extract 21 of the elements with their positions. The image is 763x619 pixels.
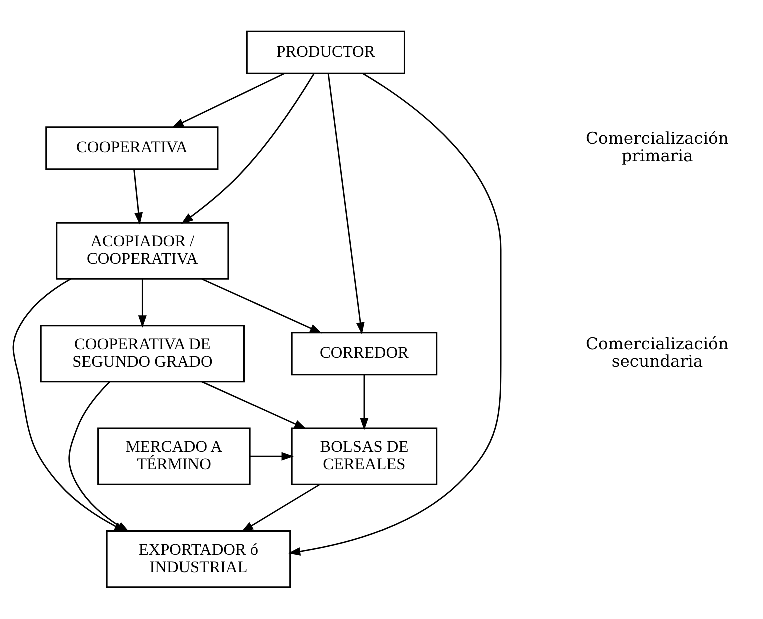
- node-box: CORREDOR: [291, 332, 438, 376]
- node-box: MERCADO A TÉRMINO: [98, 428, 251, 486]
- arrow: [181, 74, 315, 224]
- arrow: [202, 278, 322, 334]
- arrow: [202, 381, 307, 430]
- node-box: EXPORTADOR ó INDUSTRIAL: [106, 530, 292, 588]
- arrow: [360, 375, 369, 430]
- label: Comercialización primaria: [586, 128, 729, 166]
- arrow: [328, 74, 365, 335]
- node-box: BOLSAS DE CEREALES: [291, 428, 438, 486]
- arrow: [138, 279, 147, 328]
- label: Comercialización secundaria: [586, 334, 729, 371]
- arrow: [134, 170, 144, 225]
- arrow: [241, 484, 320, 532]
- arrow: [172, 73, 285, 128]
- arrow: [250, 452, 294, 461]
- node-box: COOPERATIVA DE SEGUNDO GRADO: [40, 325, 245, 383]
- node-box: COOPERATIVA: [46, 126, 219, 170]
- arrow: [288, 73, 502, 556]
- node-box: PRODUCTOR: [246, 30, 406, 74]
- node-box: ACOPIADOR / COOPERATIVA: [56, 222, 230, 280]
